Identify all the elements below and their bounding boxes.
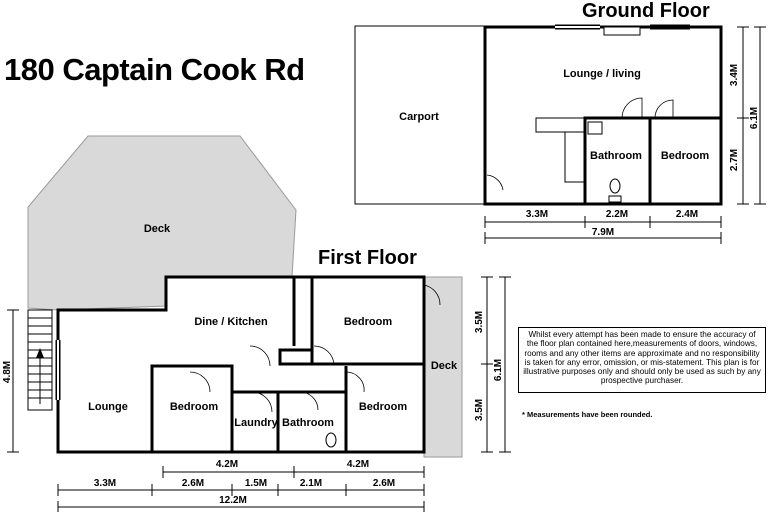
bedroom-right-label: Bedroom bbox=[359, 401, 408, 413]
ground-bedroom-label: Bedroom bbox=[661, 150, 710, 162]
first-dim-top-a: 4.2M bbox=[216, 459, 238, 470]
disclaimer-box: Whilst every attempt has been made to en… bbox=[518, 327, 766, 393]
ground-floor-plan: Carport Lounge / living Bathroom Bedroom… bbox=[354, 24, 766, 244]
deck-side-label: Deck bbox=[431, 360, 458, 372]
stairs bbox=[27, 309, 53, 411]
first-floor-heading: First Floor bbox=[318, 247, 417, 269]
ground-dim-total: 7.9M bbox=[592, 227, 614, 238]
bedroom-top-label: Bedroom bbox=[344, 316, 393, 328]
deck-main-area bbox=[27, 135, 297, 311]
first-dim-seg2: 2.6M bbox=[182, 478, 204, 489]
first-dim-right-top: 3.5M bbox=[474, 311, 485, 333]
ground-bathroom-label: Bathroom bbox=[590, 150, 642, 162]
ground-dim-w2: 2.2M bbox=[606, 209, 628, 220]
first-floor-walls bbox=[56, 275, 426, 454]
first-dim-seg3: 1.5M bbox=[245, 478, 267, 489]
first-dim-top-b: 4.2M bbox=[347, 459, 369, 470]
ground-floor-heading: Ground Floor bbox=[582, 0, 710, 22]
property-address-title: 180 Captain Cook Rd bbox=[4, 52, 305, 87]
carport-label: Carport bbox=[399, 111, 439, 123]
lounge-label: Lounge bbox=[88, 401, 128, 413]
ground-dim-h-total: 6.1M bbox=[749, 107, 760, 129]
bedroom-left-label: Bedroom bbox=[170, 401, 219, 413]
deck-main-label: Deck bbox=[144, 223, 171, 235]
ground-dim-h2: 2.7M bbox=[729, 149, 740, 171]
first-dim-seg5: 2.6M bbox=[373, 478, 395, 489]
lounge-living-label: Lounge / living bbox=[563, 68, 641, 80]
first-dim-right-bottom: 3.5M bbox=[474, 399, 485, 421]
dine-kitchen-label: Dine / Kitchen bbox=[194, 316, 268, 328]
laundry-label: Laundry bbox=[234, 417, 278, 429]
ground-floor-walls bbox=[483, 25, 723, 206]
ground-dim-w3: 2.4M bbox=[676, 209, 698, 220]
first-dim-seg1: 3.3M bbox=[94, 478, 116, 489]
ground-dim-w1: 3.3M bbox=[526, 209, 548, 220]
first-floor-plan: Deck Deck Dine / Kitchen Bedroom Lounge … bbox=[2, 135, 511, 512]
first-bathroom-label: Bathroom bbox=[282, 417, 334, 429]
first-dim-seg4: 2.1M bbox=[300, 478, 322, 489]
first-dim-left-h: 4.8M bbox=[2, 361, 13, 383]
first-dim-total: 12.2M bbox=[219, 495, 247, 506]
ground-dim-h1: 3.4M bbox=[729, 64, 740, 86]
first-dim-right-total: 6.1M bbox=[493, 359, 504, 381]
measurement-note: * Measurements have been rounded. bbox=[522, 410, 653, 419]
